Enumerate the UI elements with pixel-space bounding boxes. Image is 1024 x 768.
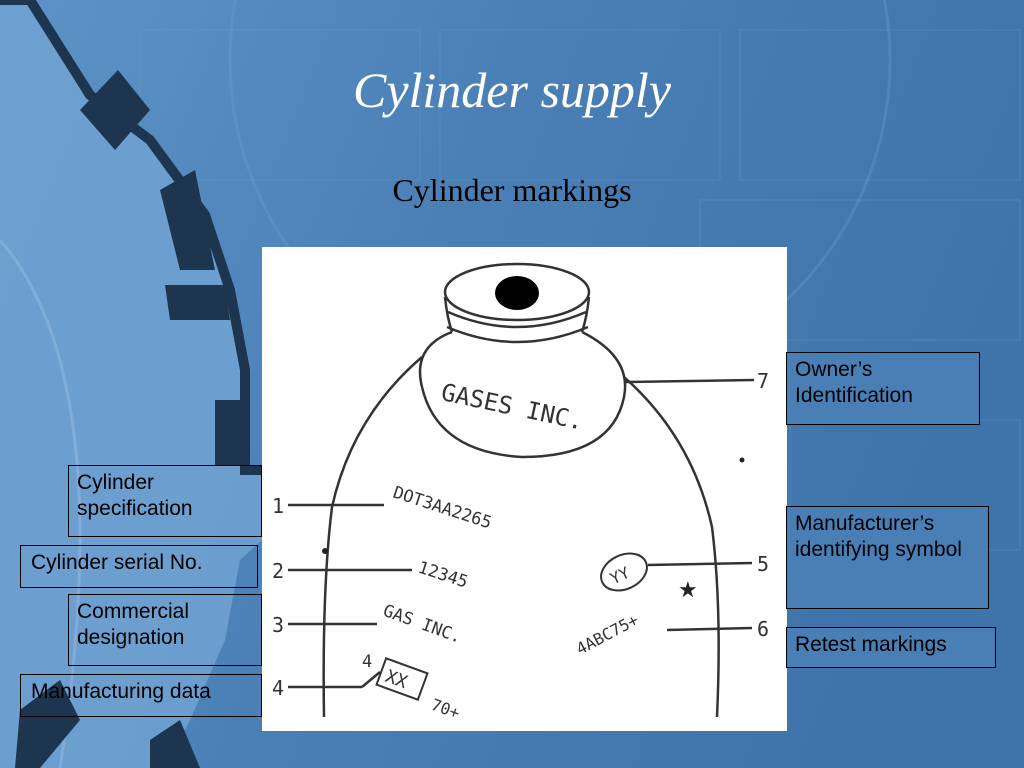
- callout-number-1: 1: [272, 494, 284, 518]
- label-manufacturer-symbol: Manufacturer’s identifying symbol: [786, 506, 989, 609]
- commercial-stamp: GAS INC.: [380, 601, 464, 648]
- serial-stamp: 12345: [415, 558, 470, 593]
- mfr-symbol-stamp: YY: [607, 563, 633, 589]
- callout-number-4: 4: [272, 676, 284, 700]
- cylinder-diagram: GASES INC. DOT3AA2265 12345 GAS INC. 4 X…: [262, 247, 787, 731]
- label-retest-markings: Retest markings: [786, 627, 996, 668]
- slide-subtitle: Cylinder markings: [392, 172, 632, 208]
- label-cylinder-serial: Cylinder serial No.: [20, 545, 258, 588]
- cylinder-drawing: GASES INC. DOT3AA2265 12345 GAS INC. 4 X…: [272, 262, 769, 723]
- callout-number-5: 5: [757, 552, 769, 576]
- callout-number-7: 7: [757, 369, 769, 393]
- brand-stamp: GASES INC.: [439, 378, 586, 435]
- callout-number-3: 3: [272, 613, 284, 637]
- slide-title: Cylinder supply: [352, 62, 672, 118]
- mfg-prefix-stamp: 4: [362, 652, 372, 672]
- label-cylinder-specification: Cylinder specification: [68, 465, 262, 537]
- callout-number-2: 2: [272, 559, 284, 583]
- label-manufacturing-data: Manufacturing data: [20, 674, 262, 717]
- star-mark: ★: [678, 577, 698, 602]
- label-owner-identification: Owner’s Identification: [786, 352, 980, 425]
- retest-stamp: 4ABC75+: [573, 610, 641, 658]
- spec-stamp: DOT3AA2265: [390, 483, 494, 534]
- callout-number-6: 6: [757, 617, 769, 641]
- mfg-suffix-stamp: 70+: [429, 695, 463, 723]
- label-commercial-designation: Commercial designation: [68, 594, 262, 666]
